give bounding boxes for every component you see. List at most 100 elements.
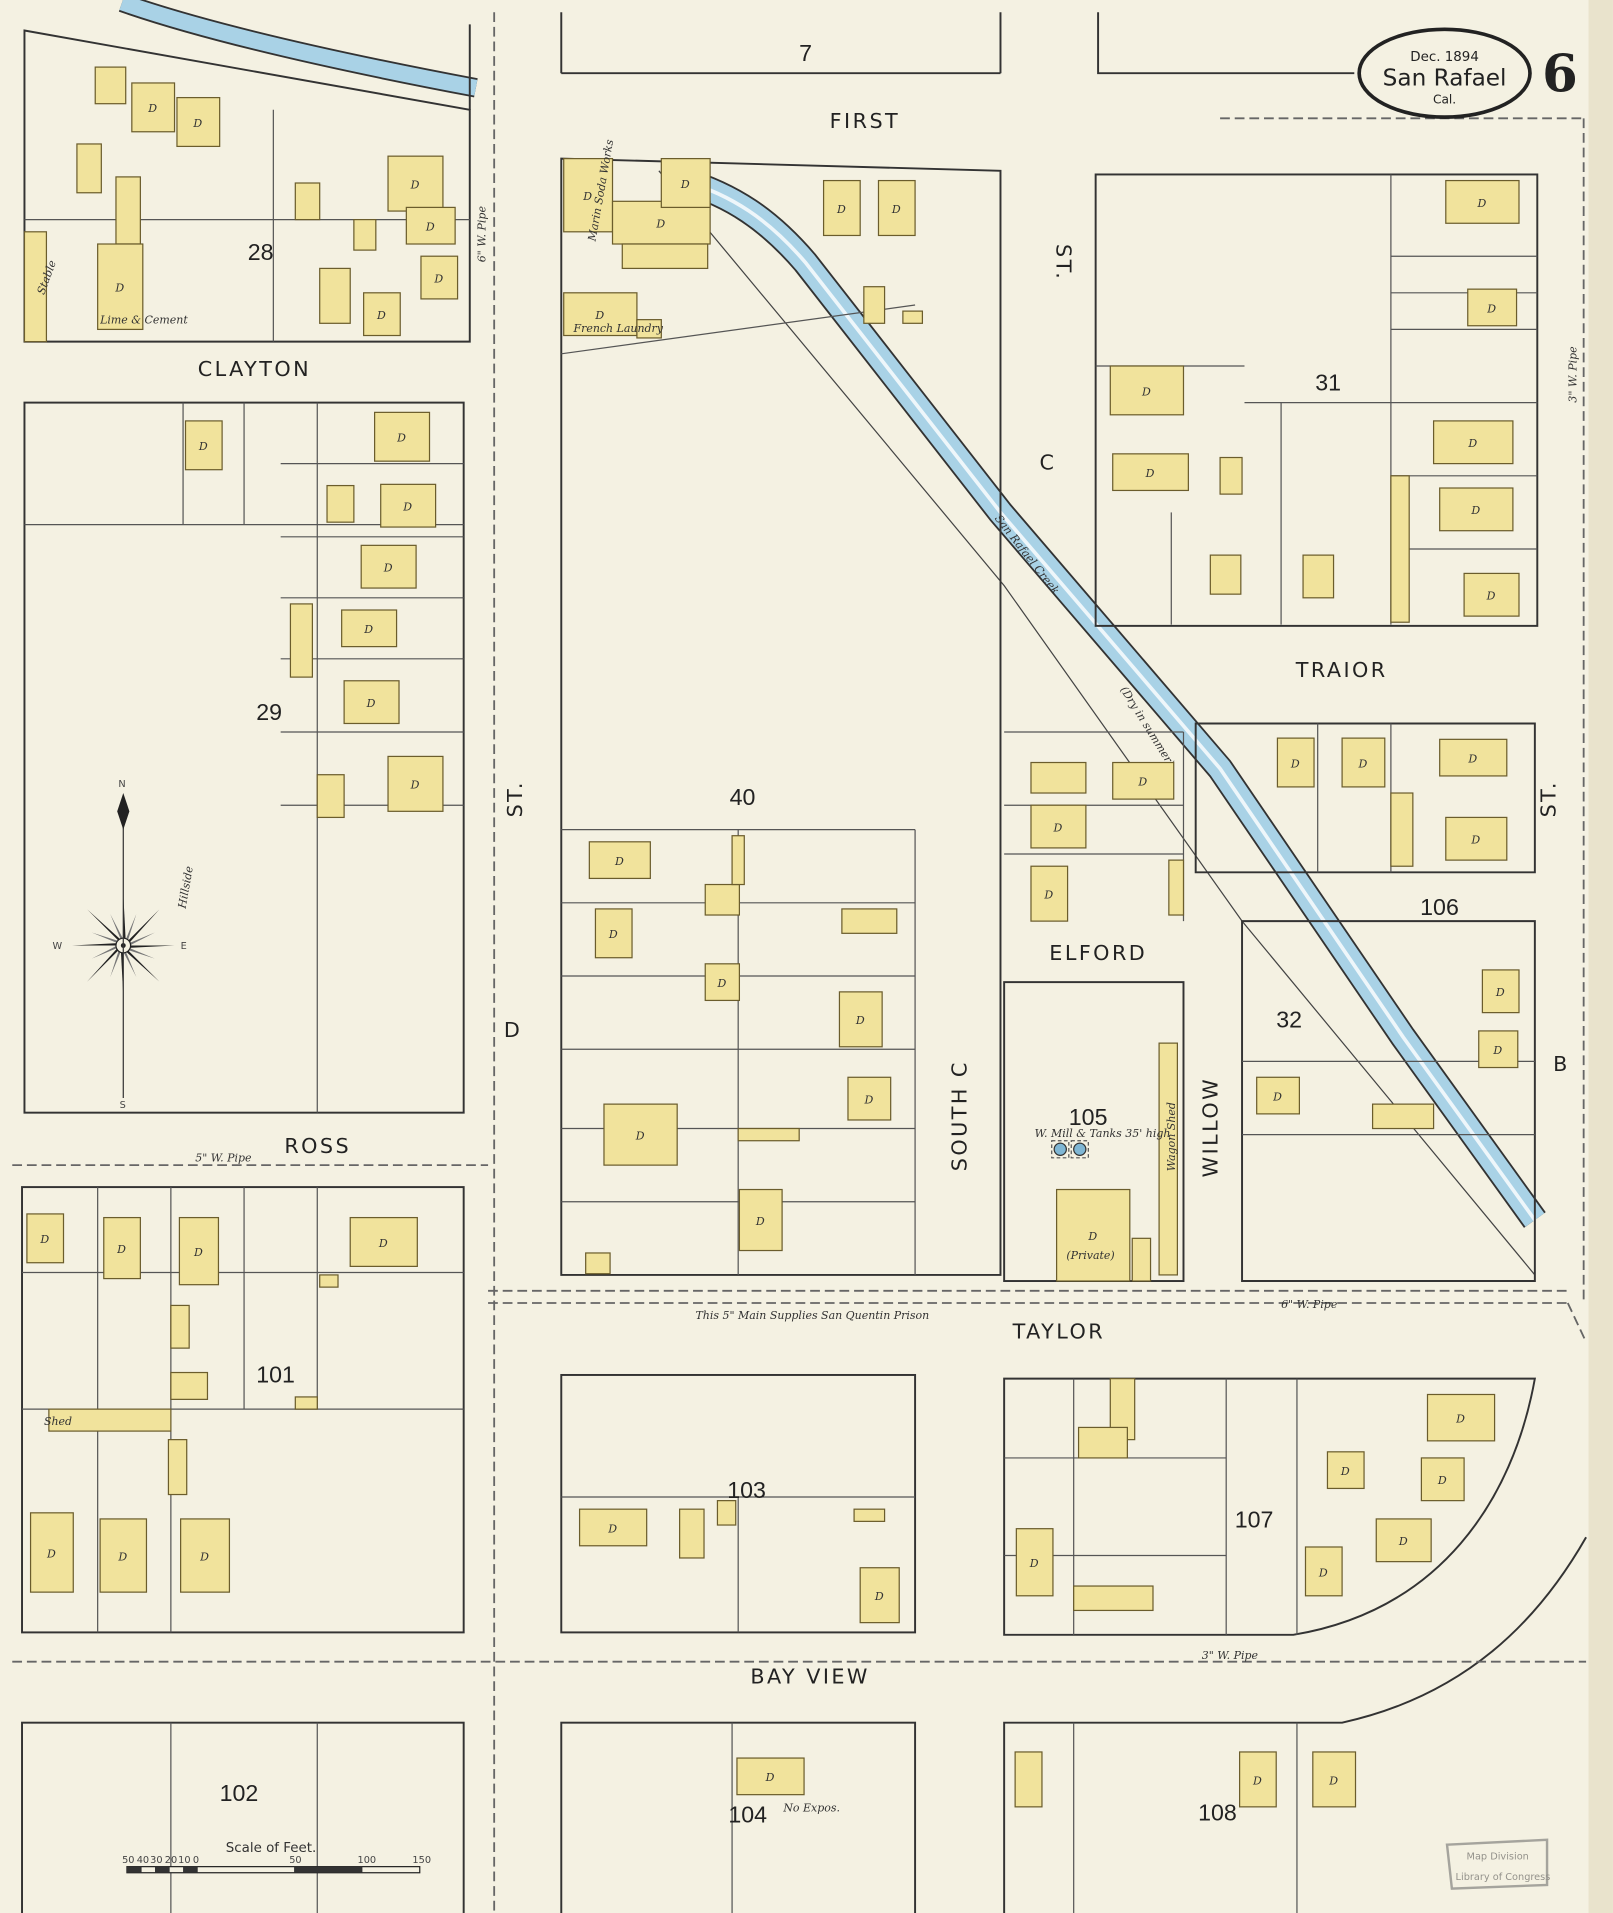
building: [94, 66, 127, 105]
stamp-line2: Library of Congress: [1456, 1872, 1551, 1883]
sheet-number: 6: [1542, 45, 1578, 105]
building: D: [563, 157, 614, 233]
street-taylor: TAYLOR: [1012, 1319, 1105, 1343]
building: D: [363, 292, 401, 337]
dwelling-label: D: [1272, 1090, 1282, 1103]
building: [1030, 761, 1087, 794]
building: D: [738, 1188, 783, 1252]
dwelling-label: D: [116, 1243, 126, 1256]
dwelling-label: D: [376, 309, 386, 322]
building: [76, 143, 102, 194]
compass-ray: [110, 913, 124, 946]
building: D: [29, 1512, 74, 1593]
compass-n: N: [118, 779, 125, 790]
dwelling-label: D: [1053, 821, 1063, 834]
building: D: [1304, 1546, 1343, 1597]
dwelling-label: D: [1290, 757, 1300, 770]
building: D: [736, 1757, 805, 1796]
building: [170, 1304, 190, 1349]
dwelling-label: D: [655, 218, 665, 231]
building: [1168, 859, 1185, 916]
street-traior: TRAIOR: [1295, 658, 1388, 682]
building: [294, 1396, 318, 1410]
private-label: (Private): [1066, 1249, 1114, 1262]
block-108: 108: [1198, 1799, 1237, 1825]
adjacent-sheet-7[interactable]: 7: [799, 40, 812, 66]
dwelling-label: D: [1455, 1413, 1465, 1426]
windmill-label: W. Mill & Tanks 35' high: [1035, 1127, 1171, 1140]
building: D: [578, 1508, 648, 1547]
building: D: [1341, 737, 1386, 788]
dwelling-label: D: [614, 855, 624, 868]
dwelling-label: D: [582, 190, 592, 203]
street-clayton: CLAYTON: [198, 357, 311, 381]
water-main-note: This 5" Main Supplies San Quentin Prison: [695, 1309, 929, 1322]
building: D: [1326, 1451, 1365, 1490]
dwelling-label: D: [410, 779, 420, 792]
dwelling-label: D: [608, 928, 618, 941]
compass-ray: [91, 945, 124, 959]
building: D: [1112, 453, 1189, 492]
building: D: [859, 1567, 900, 1624]
dwelling-label: D: [1467, 753, 1477, 766]
page-edge: [1588, 0, 1613, 1913]
street-d-suffix: ST.: [503, 780, 527, 817]
title-city: San Rafael: [1383, 64, 1507, 91]
block-102: 102: [220, 1780, 259, 1806]
compass-ray: [123, 909, 160, 946]
building: D: [387, 155, 444, 212]
building: [636, 319, 662, 339]
dwelling-label: D: [1486, 590, 1496, 603]
building: D: [131, 82, 176, 133]
dwelling-label: D: [1318, 1566, 1328, 1579]
building: D: [1445, 816, 1508, 861]
street-bay-view: BAY VIEW: [750, 1665, 869, 1689]
building: [1219, 456, 1243, 495]
dwelling-label: D: [39, 1233, 49, 1246]
building: [170, 1371, 209, 1400]
building: D: [387, 755, 444, 812]
building: [902, 310, 924, 324]
building: D: [103, 1216, 141, 1280]
dwelling-label: D: [366, 697, 376, 710]
building: D: [1276, 737, 1315, 788]
block-29: 29: [256, 699, 282, 725]
building: D: [184, 420, 223, 471]
dwelling-label: D: [1492, 1044, 1502, 1057]
dwelling-label: D: [1398, 1535, 1408, 1548]
pipe-label-d-st: 6" W. Pipe: [476, 206, 489, 262]
dwelling-label: D: [1437, 1474, 1447, 1487]
building: D: [704, 963, 741, 1002]
building: [319, 1274, 339, 1288]
building: [863, 286, 886, 324]
dwelling-label: D: [680, 178, 690, 191]
building: D: [1481, 969, 1520, 1014]
building: [289, 603, 313, 678]
building: D: [374, 411, 431, 462]
street-elford: ELFORD: [1049, 941, 1147, 965]
building: D: [1375, 1518, 1432, 1563]
building: D: [822, 179, 861, 237]
dwelling-label: D: [765, 1771, 775, 1784]
building: D: [26, 1213, 65, 1264]
dwelling-label: D: [363, 623, 373, 636]
dwelling-label: D: [396, 432, 406, 445]
compass-e: E: [181, 941, 187, 952]
building: D: [178, 1216, 220, 1286]
building: D: [660, 157, 711, 209]
building: D: [563, 292, 638, 337]
building: [1073, 1585, 1154, 1612]
scale-tick-label: 0: [193, 1855, 199, 1866]
building: D: [1238, 1751, 1277, 1808]
building: D: [603, 1103, 678, 1166]
building: D: [1030, 865, 1069, 922]
street-south-c: SOUTH C: [947, 1060, 971, 1171]
street-ross: ROSS: [284, 1134, 351, 1158]
block-31: 31: [1315, 369, 1341, 395]
building: D: [1463, 572, 1520, 617]
building: [1209, 554, 1242, 595]
street-b: B: [1553, 1052, 1570, 1076]
building: [1390, 792, 1414, 867]
